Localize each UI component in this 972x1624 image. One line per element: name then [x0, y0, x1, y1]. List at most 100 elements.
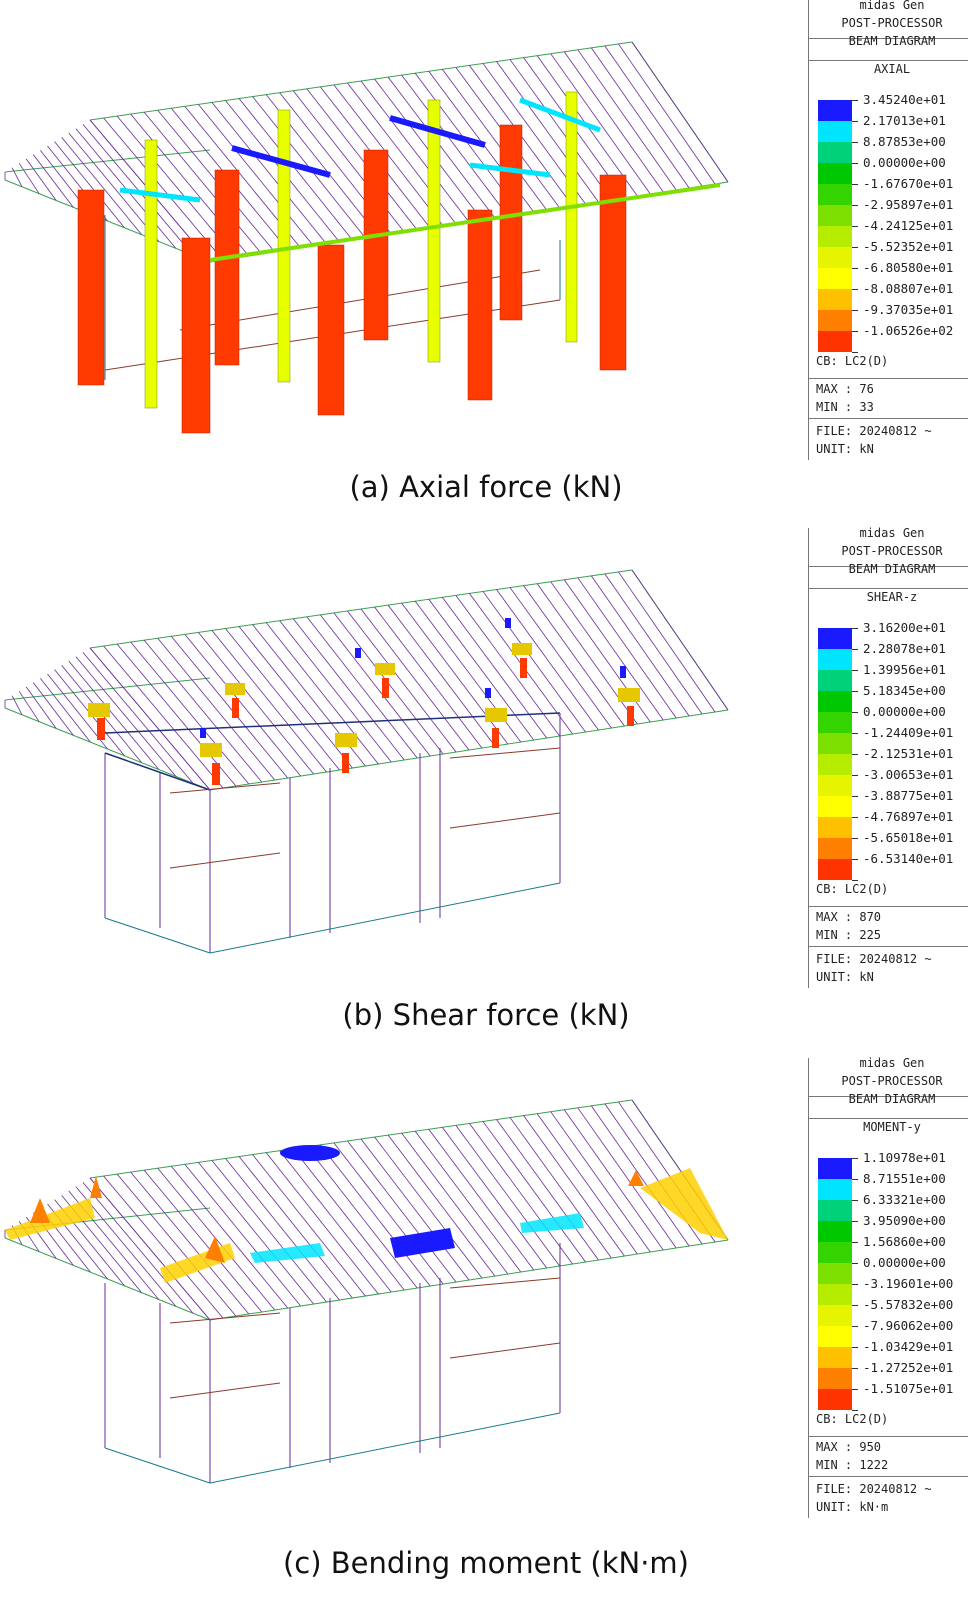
scale-value-label: -1.24409e+01 — [863, 725, 954, 740]
roof-rafter — [591, 47, 690, 189]
color-swatch — [818, 1263, 852, 1284]
roof-rafter — [333, 1142, 444, 1285]
roof-rafter — [455, 1125, 560, 1267]
scale-value-label: -3.88775e+01 — [863, 788, 954, 803]
legend-axial: midas Gen POST-PROCESSOR BEAM DIAGRAM AX… — [808, 0, 968, 460]
roof-rafter — [401, 1132, 509, 1275]
roof-rafter — [591, 1105, 690, 1247]
legend-divider — [809, 1476, 968, 1477]
roof-rafter — [170, 636, 289, 779]
legend-combination: CB: LC2(D) — [816, 882, 889, 896]
roof-rafter — [11, 167, 23, 188]
legend-file: FILE: 20240812 ~ — [816, 424, 932, 438]
color-swatch — [818, 649, 852, 670]
legend-divider — [809, 418, 968, 419]
roof-rafter — [116, 1173, 237, 1317]
scale-value-label: -7.96062e+00 — [863, 1318, 954, 1333]
roof-rafter — [360, 1138, 470, 1281]
scale-value-label: -8.08807e+01 — [863, 281, 954, 296]
roof-rafter — [279, 1150, 392, 1293]
color-swatch — [818, 121, 852, 142]
color-swatch — [818, 247, 852, 268]
scale-value-label: 1.39956e+01 — [863, 662, 946, 677]
scale-value-label: -5.52352e+01 — [863, 239, 954, 254]
roof-rafter — [130, 1171, 250, 1315]
scale-tick — [852, 628, 858, 629]
scale-value-label: -9.37035e+01 — [863, 302, 954, 317]
roof-rafter — [265, 1152, 379, 1295]
roof-rafter — [238, 626, 353, 769]
scale-tick — [852, 817, 858, 818]
legend-divider — [809, 1436, 968, 1437]
roof-rafter — [374, 606, 483, 749]
roof-rafter — [211, 630, 327, 773]
roof-rafter — [563, 1109, 664, 1251]
roof-rafter — [509, 1117, 612, 1259]
legend-divider — [809, 1096, 968, 1097]
roof-rafter — [306, 616, 418, 759]
scale-tick — [852, 1158, 858, 1159]
roof-rafter — [577, 577, 677, 719]
model-view-shear — [4, 569, 729, 954]
color-swatch — [818, 1158, 852, 1179]
color-swatch — [818, 1305, 852, 1326]
roof-rafter — [143, 639, 263, 783]
scale-tick — [852, 310, 858, 311]
roof-rafter — [225, 628, 340, 771]
roof-rafter — [482, 591, 586, 733]
roof-rafter — [536, 1113, 638, 1255]
scale-tick — [852, 1221, 858, 1222]
roof-rafter — [170, 1166, 289, 1309]
roof-rafter — [618, 43, 716, 185]
roof-rafter — [225, 1158, 340, 1301]
roof-rafter — [75, 1186, 177, 1307]
roof-rafter — [68, 660, 160, 770]
color-swatch — [818, 1368, 852, 1389]
roof-rafter — [604, 573, 703, 715]
scale-value-label: -2.12531e+01 — [863, 746, 954, 761]
roof-rafter — [198, 632, 314, 775]
legend-moment: midas Gen POST-PROCESSOR BEAM DIAGRAM MO… — [808, 1056, 968, 1518]
roof-rafter — [631, 41, 729, 183]
roof-rafter — [89, 1177, 211, 1321]
roof-rafter — [496, 589, 599, 731]
roof-rafter — [265, 622, 379, 765]
color-swatch — [818, 754, 852, 775]
legend-component: MOMENT-y — [863, 1120, 921, 1134]
roof-rafter — [25, 686, 57, 729]
scale-tick — [852, 1305, 858, 1306]
roof-rafter — [482, 1121, 586, 1263]
legend-divider — [809, 906, 968, 907]
scale-tick — [852, 733, 858, 734]
legend-divider — [809, 38, 968, 39]
roof-rafter — [509, 59, 612, 201]
legend-module: POST-PROCESSOR — [841, 16, 943, 30]
scale-tick — [852, 1326, 858, 1327]
scale-value-label: 2.28078e+01 — [863, 641, 946, 656]
caption-shear: (b) Shear force (kN) — [342, 998, 630, 1032]
legend-combination: CB: LC2(D) — [816, 1412, 889, 1426]
scale-value-label: -1.51075e+01 — [863, 1381, 954, 1396]
roof-rafter — [320, 614, 431, 757]
roof-rafter — [103, 645, 224, 789]
legend-file: FILE: 20240812 ~ — [816, 952, 932, 966]
scale-tick — [852, 796, 858, 797]
color-swatch — [818, 670, 852, 691]
roof-rafter — [143, 1169, 263, 1313]
roof-rafter — [198, 1162, 314, 1305]
scale-tick — [852, 331, 858, 332]
scale-value-label: -5.65018e+01 — [863, 830, 954, 845]
roof-rafter — [455, 595, 560, 737]
color-swatch — [818, 775, 852, 796]
color-swatch — [818, 331, 852, 352]
color-swatch — [818, 310, 852, 331]
color-swatch — [818, 1200, 852, 1221]
model-view-axial — [4, 41, 729, 434]
legend-diagram: BEAM DIAGRAM — [848, 1092, 936, 1106]
roof-rafter — [211, 102, 327, 245]
scale-tick — [852, 1200, 858, 1201]
scale-tick — [852, 247, 858, 248]
roof-rafter — [157, 637, 276, 781]
roof-rafter — [387, 76, 496, 219]
legend-software: midas Gen — [859, 526, 925, 540]
